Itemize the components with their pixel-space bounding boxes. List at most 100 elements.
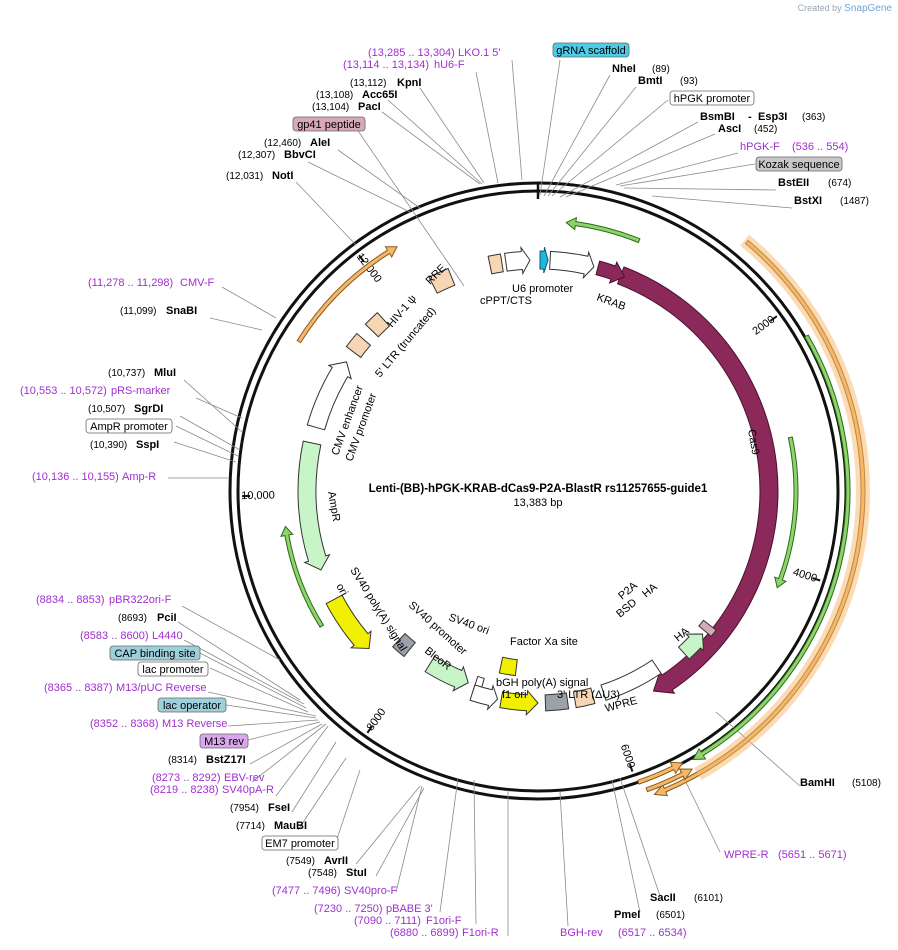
site-label: (7230 .. 7250) <box>314 903 383 915</box>
feature-label: AmpR <box>325 490 342 522</box>
bgh-grey-feature <box>544 692 570 712</box>
ltr5-feature <box>345 332 372 359</box>
leader-line <box>375 787 425 877</box>
site-label: AvrII <box>324 855 348 867</box>
leader-line <box>473 779 477 925</box>
site-label: (8693) <box>118 613 147 624</box>
site-label: (13,114 .. 13,134) <box>343 59 429 71</box>
site-label: (8365 .. 8387) <box>44 682 113 694</box>
site-label: AscI <box>718 123 741 135</box>
leader-line <box>295 181 357 246</box>
p2a-feature <box>698 619 717 637</box>
site-label: KpnI <box>397 77 421 89</box>
site-label: BsmBI <box>700 111 735 123</box>
site-label: SspI <box>136 439 159 451</box>
orf-arcs <box>280 216 870 797</box>
pill-box <box>261 835 339 851</box>
leader-line <box>199 652 307 709</box>
site-label: (10,136 .. 10,155) <box>32 471 119 483</box>
leader-line <box>249 723 323 765</box>
site-label: Amp-R <box>122 471 156 483</box>
orf-orange-bottom2 <box>636 761 684 785</box>
site-label: (12,031) <box>226 171 263 182</box>
site-label: (6517 .. 6534) <box>618 927 687 939</box>
leader-line <box>439 777 459 913</box>
pill-label: hPGK promoter <box>674 93 751 105</box>
site-label: MauBI <box>274 820 307 832</box>
site-label: M13/pUC Reverse <box>116 682 206 694</box>
site-label: (6101) <box>694 893 723 904</box>
pill-box <box>755 156 843 172</box>
feature-label: KRAB <box>595 292 627 314</box>
site-label: (5108) <box>852 778 881 789</box>
cppt-white-feature <box>504 245 531 276</box>
site-label: (11,099) <box>120 306 157 317</box>
leader-line <box>623 187 777 191</box>
leader-lines <box>168 59 801 936</box>
feature-label: 3' LTR (ΔU3) <box>557 689 620 701</box>
pill-box <box>552 42 630 58</box>
leader-line <box>511 59 523 181</box>
pill-box <box>109 645 201 661</box>
bgh-feature <box>499 689 539 716</box>
feature-label: Cas9 <box>745 428 761 455</box>
feature-label: BSD <box>614 597 639 621</box>
pill-box <box>137 661 209 677</box>
leader-line <box>715 711 801 787</box>
credit: Created by SnapGene <box>798 3 892 14</box>
site-label: BmtI <box>638 75 662 87</box>
leader-line <box>181 605 281 661</box>
ruler-tick <box>628 763 634 772</box>
site-label: AleI <box>310 137 330 149</box>
site-label: NotI <box>272 170 293 182</box>
site-label: (10,737) <box>108 368 145 379</box>
leader-line <box>207 691 317 717</box>
site-label: StuI <box>346 867 367 879</box>
site-label: (5651 .. 5671) <box>778 849 847 861</box>
site-label: (93) <box>680 76 698 87</box>
ori-feature <box>325 594 372 650</box>
pill-label: gRNA scaffold <box>556 45 626 57</box>
pill-label: Kozak sequence <box>758 159 839 171</box>
orf-orange-topleft <box>296 246 398 344</box>
plasmid-name: Lenti-(BB)-hPGK-KRAB-dCas9-P2A-BlastR rs… <box>369 483 708 495</box>
site-label: SV40pA-R <box>222 784 274 796</box>
sv40pa-feature <box>392 632 416 658</box>
leader-line <box>195 397 243 419</box>
ruler-label: 4000 <box>791 566 818 585</box>
site-label: (13,104) <box>312 102 349 113</box>
site-label: - <box>748 111 752 123</box>
site-labels: (13,285 .. 13,304)LKO.1 5'(13,114 .. 13,… <box>20 47 881 939</box>
pill-label: EM7 promoter <box>265 838 335 850</box>
site-label: PacI <box>358 101 381 113</box>
pill-label: AmpR promoter <box>90 421 168 433</box>
pill-box <box>669 90 755 106</box>
site-label: MluI <box>154 367 176 379</box>
leader-line <box>221 286 277 319</box>
site-label: SacII <box>650 892 676 904</box>
leader-line <box>335 769 361 843</box>
site-label: BbvCI <box>284 149 316 161</box>
leader-line <box>291 741 337 813</box>
site-label: (12,307) <box>238 150 275 161</box>
leader-line <box>183 379 243 433</box>
leader-line <box>395 785 423 893</box>
site-label: BstEII <box>778 177 809 189</box>
site-label: PciI <box>157 612 177 624</box>
cas9-feature <box>616 266 779 694</box>
site-label: WPRE-R <box>724 849 769 861</box>
site-label: (8273 .. 8292) <box>152 772 221 784</box>
pill-box <box>199 733 249 749</box>
leader-line <box>551 99 669 197</box>
pill-box <box>292 116 366 132</box>
ruler-label: 8000 <box>365 706 389 733</box>
site-label: (10,553 .. 10,572) <box>20 385 107 397</box>
leader-line <box>247 721 321 741</box>
site-label: (7954) <box>230 803 259 814</box>
leader-line <box>611 779 641 913</box>
ruler-tick <box>769 315 778 322</box>
orf-orange-glow <box>694 234 870 781</box>
credit-prefix: Created by <box>797 3 842 13</box>
